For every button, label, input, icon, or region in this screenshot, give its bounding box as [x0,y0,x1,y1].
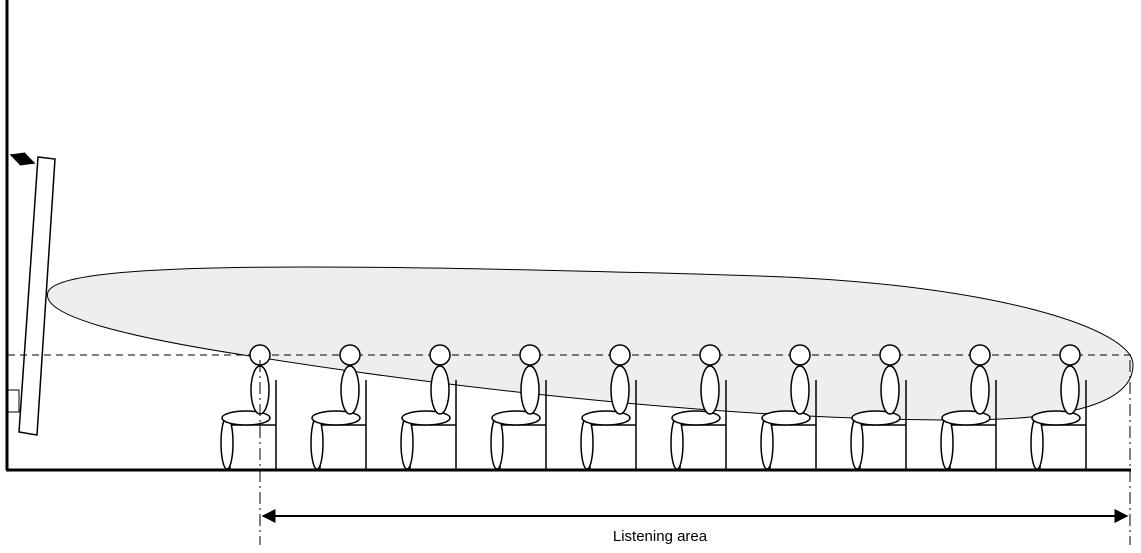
loudspeaker-array [7,156,56,436]
seated-listener [310,344,367,470]
seated-listener [580,344,637,470]
seated-listener [220,344,277,470]
tilt-arrow-icon [9,152,36,166]
seated-listener [490,344,547,470]
listener-row [220,344,1087,470]
seated-listener [400,344,457,470]
seated-listener [940,344,997,470]
listening-area-label: Listening area [612,528,708,545]
seated-listener [670,344,727,470]
coverage-lobe [47,266,1134,421]
seated-listener [1030,344,1087,470]
seated-listener [850,344,907,470]
seated-listener [760,344,817,470]
